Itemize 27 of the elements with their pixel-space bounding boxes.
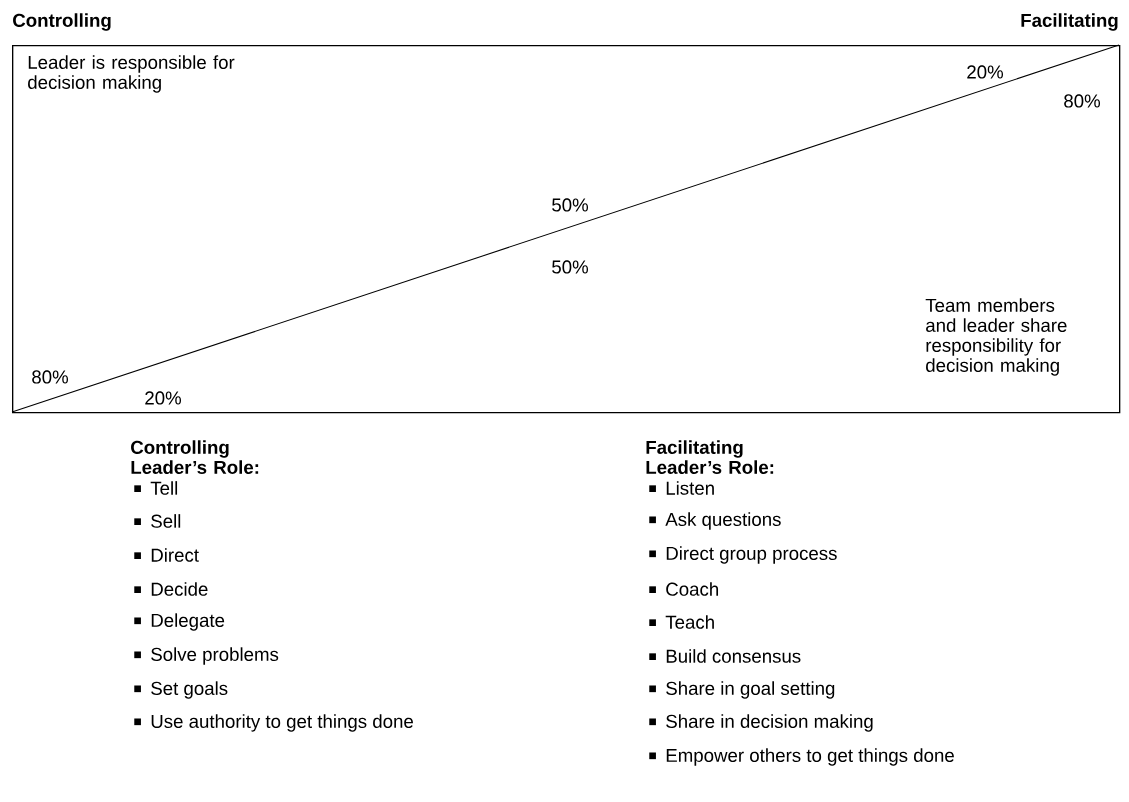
box-text: Team members and leader share responsibility for decision making (925, 298, 1067, 376)
bullet-item: Solve problems (134, 647, 279, 665)
bullet-item: Empower others to get things done (649, 748, 954, 766)
bullet-item: Decide (134, 582, 208, 596)
list-heading: Facilitating Leader’s Role: (646, 440, 774, 474)
bullet-item: Direct group process (649, 546, 837, 564)
bullet-item: Delegate (134, 613, 225, 631)
bullet-item: Use authority to get things done (134, 714, 413, 732)
list-heading: Controlling Leader’s Role: (131, 440, 259, 474)
bullet-item: Share in goal setting (649, 681, 835, 699)
bullet-item: Teach (649, 615, 714, 629)
bullet-item: Set goals (134, 681, 228, 699)
bullet-item: Ask questions (649, 512, 781, 530)
percentage: 50% (552, 260, 588, 274)
bullet-item: Share in decision making (649, 714, 873, 732)
bullet-item: Coach (649, 582, 718, 596)
bullet-item: Build consensus (649, 649, 801, 663)
bullet-item: Tell (134, 481, 178, 495)
percentage: 80% (32, 370, 68, 384)
box-text: Leader is responsible for decision making (28, 55, 235, 93)
percentage: 20% (967, 65, 1003, 79)
bullet-item: Listen (649, 481, 714, 495)
bullet-item: Direct (134, 548, 199, 562)
bullet-item: Sell (134, 514, 181, 528)
percentage: 50% (552, 198, 588, 212)
percentage: 80% (1064, 94, 1100, 108)
percentage: 20% (145, 391, 181, 405)
